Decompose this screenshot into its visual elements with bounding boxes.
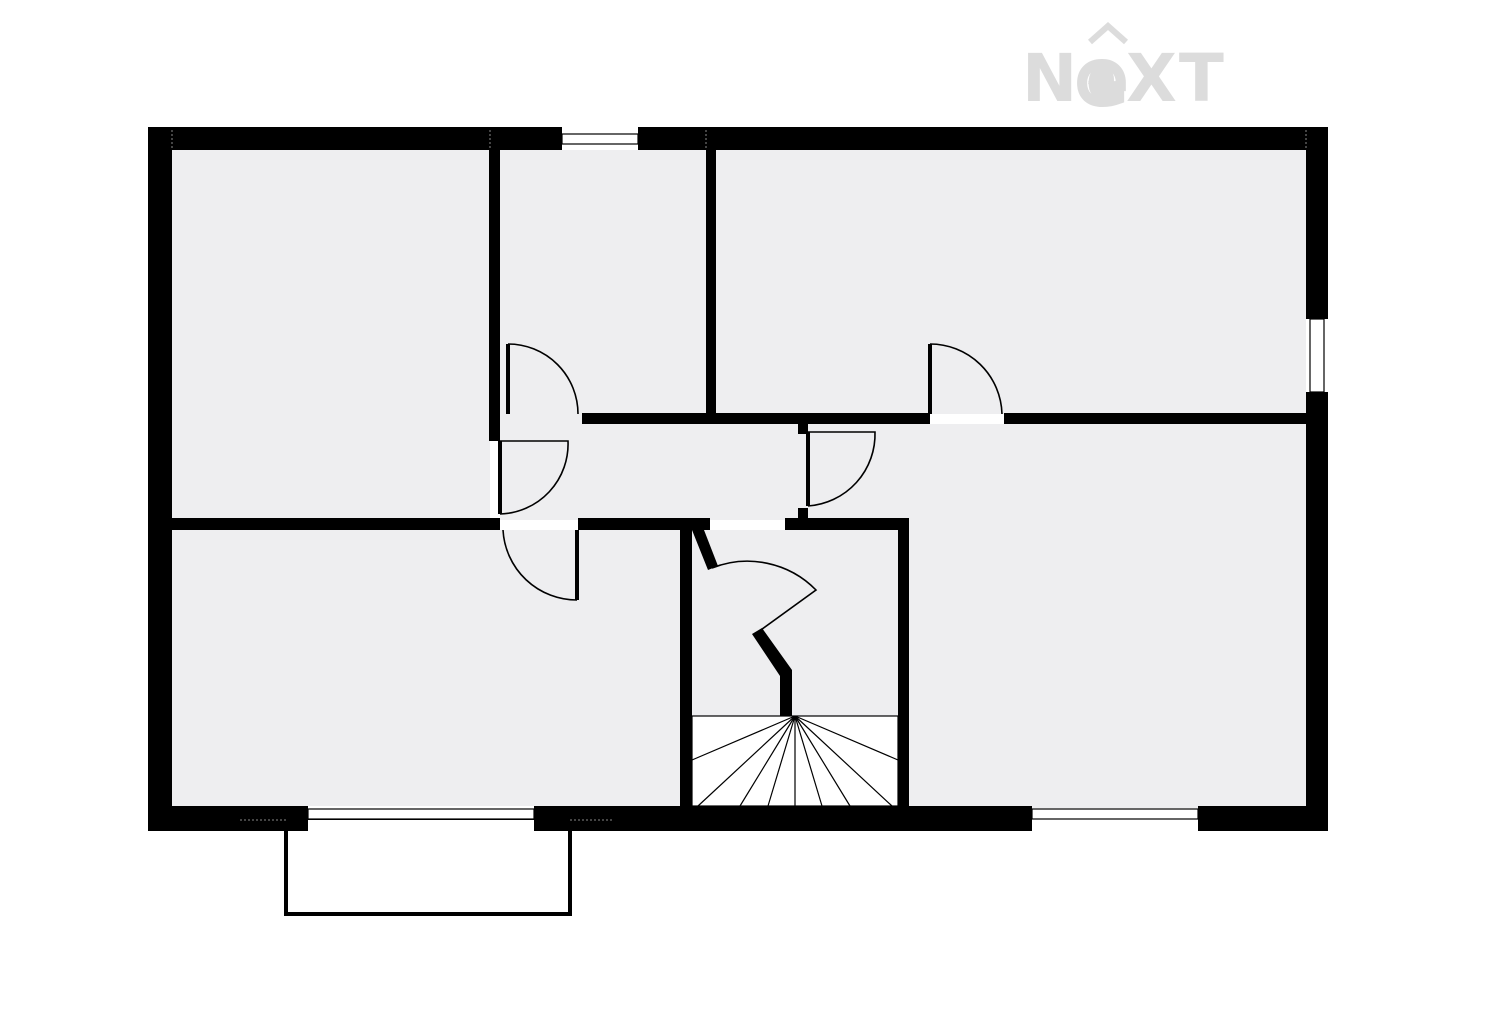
walls xyxy=(148,127,1328,831)
brand-logo-text: NeXT xyxy=(1022,40,1226,117)
staircase xyxy=(691,715,899,807)
wall-ticks xyxy=(171,130,1307,821)
window-right xyxy=(1309,318,1325,393)
door-stair xyxy=(711,560,818,633)
window-bottom-right xyxy=(1031,808,1199,820)
brand-logo: NeXT xyxy=(1022,21,1226,122)
door-top-middle xyxy=(507,343,579,415)
door-bottom-left xyxy=(502,529,578,601)
brand-logo-roof-icon xyxy=(1088,21,1128,45)
window-top xyxy=(561,133,639,145)
door-top-left xyxy=(499,440,569,515)
room-top-middle xyxy=(500,150,706,414)
windows xyxy=(307,133,1325,820)
room-bottom-left xyxy=(172,530,682,806)
door-top-right xyxy=(929,343,1003,415)
room-top-right xyxy=(716,150,1306,414)
balcony xyxy=(284,816,572,916)
doors xyxy=(498,343,1003,633)
rooms xyxy=(172,150,1308,808)
room-bottom-right-main xyxy=(908,424,1308,808)
hallway xyxy=(500,414,810,520)
door-bottom-right xyxy=(807,431,876,507)
room-top-left xyxy=(172,150,490,520)
window-bottom-left xyxy=(307,808,535,820)
